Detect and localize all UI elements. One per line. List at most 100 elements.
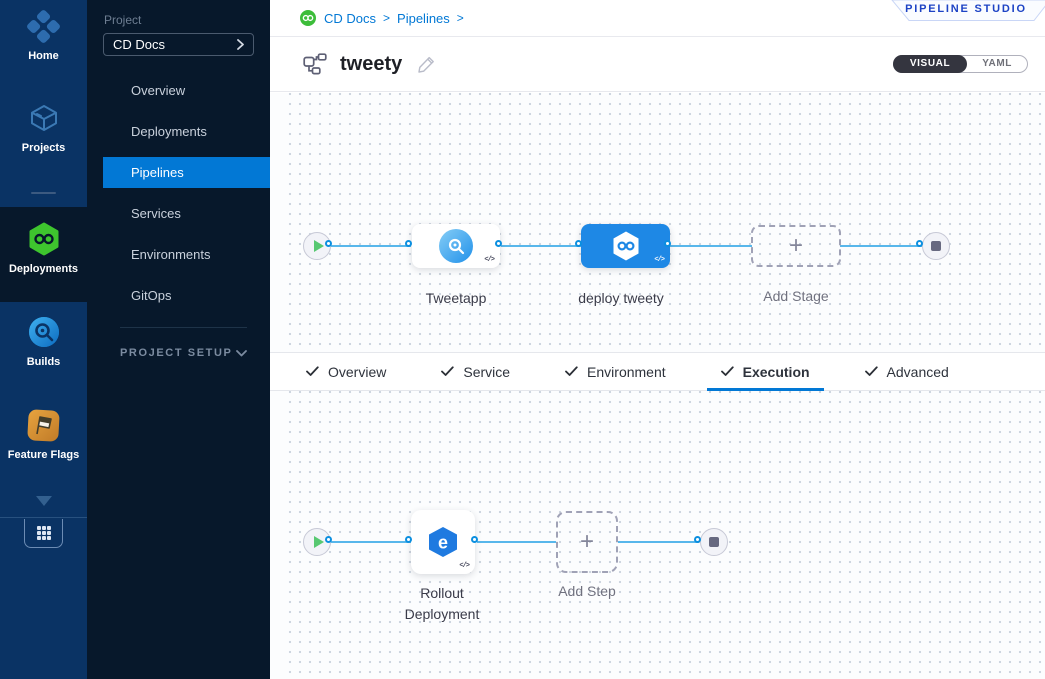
- code-icon: </>: [654, 256, 664, 264]
- check-icon: [865, 366, 878, 377]
- tab-label: Execution: [743, 364, 810, 380]
- tab-advanced[interactable]: Advanced: [851, 353, 963, 390]
- wire: [330, 541, 411, 543]
- rail-item-home[interactable]: Home: [0, 9, 87, 62]
- tab-overview[interactable]: Overview: [292, 353, 400, 390]
- pipeline-end-node: [922, 232, 950, 260]
- connector-port[interactable]: [325, 536, 332, 543]
- play-icon: [314, 536, 324, 548]
- rail-item-label: Projects: [0, 142, 87, 154]
- wire: [330, 245, 411, 247]
- visual-toggle-button[interactable]: VISUAL: [893, 55, 967, 73]
- wire: [477, 541, 556, 543]
- wire: [670, 245, 752, 247]
- play-icon: [314, 240, 324, 252]
- sidebar-item-gitops[interactable]: GitOps: [87, 275, 270, 316]
- projects-icon: [0, 101, 87, 135]
- sidebar-item-environments[interactable]: Environments: [87, 234, 270, 275]
- sidebar-item-deployments[interactable]: Deployments: [87, 111, 270, 152]
- stage-label: deploy tweety: [578, 288, 664, 309]
- rail-item-label: Home: [0, 50, 87, 62]
- sidebar-item-services[interactable]: Services: [87, 193, 270, 234]
- rail-item-deployments[interactable]: Deployments: [0, 222, 87, 275]
- project-sidebar: Project CD Docs Overview Deployments Pip…: [87, 0, 270, 679]
- breadcrumb-link-project[interactable]: CD Docs: [324, 11, 376, 26]
- plus-icon: +: [580, 530, 594, 554]
- step-node-rollout-deployment[interactable]: e </>: [411, 510, 475, 574]
- code-icon: </>: [459, 562, 469, 570]
- sidebar-item-label: Pipelines: [131, 165, 184, 180]
- execution-end-node: [700, 528, 728, 556]
- connector-port[interactable]: [325, 240, 332, 247]
- svg-text:e: e: [438, 533, 448, 553]
- tab-label: Service: [463, 364, 510, 380]
- rail-item-builds[interactable]: Builds: [0, 315, 87, 368]
- sidebar-item-label: Deployments: [131, 124, 207, 139]
- rail-item-feature-flags[interactable]: Feature Flags: [0, 408, 87, 461]
- connector-port[interactable]: [916, 240, 923, 247]
- add-stage-label: Add Stage: [763, 286, 828, 307]
- rail-bottom-divider: [0, 517, 87, 518]
- project-name: CD Docs: [113, 37, 165, 52]
- sidebar-item-label: Services: [131, 206, 181, 221]
- module-grid-button[interactable]: [24, 519, 63, 548]
- check-icon: [441, 366, 454, 377]
- pipeline-studio-badge: PIPELINE STUDIO: [891, 0, 1045, 21]
- pipeline-name: tweety: [340, 53, 402, 76]
- feature-flags-icon: [0, 408, 87, 442]
- connector-port[interactable]: [664, 240, 671, 247]
- tab-service[interactable]: Service: [427, 353, 524, 390]
- connector-port[interactable]: [495, 240, 502, 247]
- sidebar-menu: Overview Deployments Pipelines Services …: [87, 70, 270, 316]
- step-label: Rollout Deployment: [390, 583, 494, 625]
- stop-icon: [709, 537, 719, 547]
- sidebar-item-label: Overview: [131, 83, 185, 98]
- tab-label: Advanced: [887, 364, 949, 380]
- project-selector[interactable]: CD Docs: [103, 33, 254, 56]
- rail-item-projects[interactable]: Projects: [0, 101, 87, 154]
- tab-execution[interactable]: Execution: [707, 353, 824, 390]
- pipeline-title-bar: tweety VISUAL YAML: [270, 37, 1045, 92]
- rail-item-label: Builds: [0, 356, 87, 368]
- add-stage-button[interactable]: +: [751, 225, 841, 267]
- yaml-toggle-button[interactable]: YAML: [967, 55, 1027, 73]
- rollout-step-icon: e: [426, 526, 460, 558]
- project-label: Project: [104, 13, 141, 27]
- project-setup-label: PROJECT SETUP: [120, 347, 233, 359]
- project-setup-toggle[interactable]: PROJECT SETUP: [120, 347, 247, 359]
- connector-port[interactable]: [405, 240, 412, 247]
- check-icon: [565, 366, 578, 377]
- rail-item-label: Deployments: [0, 263, 87, 275]
- wire: [840, 245, 922, 247]
- plus-icon: +: [789, 234, 803, 258]
- sidebar-item-label: Environments: [131, 247, 210, 262]
- sidebar-item-pipelines[interactable]: Pipelines: [103, 157, 270, 188]
- cd-module-icon: [300, 10, 316, 26]
- connector-port[interactable]: [405, 536, 412, 543]
- breadcrumb-separator: >: [383, 11, 390, 25]
- stage-node-deploy-tweety[interactable]: </>: [581, 224, 670, 268]
- connector-port[interactable]: [471, 536, 478, 543]
- grid-icon: [37, 526, 51, 540]
- breadcrumb-link-pipelines[interactable]: Pipelines: [397, 11, 450, 26]
- sidebar-item-overview[interactable]: Overview: [87, 70, 270, 111]
- sidebar-divider: [120, 327, 247, 328]
- pipeline-icon: [303, 53, 327, 75]
- tab-environment[interactable]: Environment: [551, 353, 680, 390]
- connector-port[interactable]: [575, 240, 582, 247]
- execution-canvas: e </> + Rollout Deployment Add Step: [270, 391, 1045, 679]
- tab-label: Environment: [587, 364, 666, 380]
- add-step-button[interactable]: +: [556, 511, 618, 573]
- rail-divider: [31, 192, 56, 194]
- chevron-right-icon: [237, 39, 244, 50]
- build-stage-icon: [439, 229, 473, 263]
- sidebar-item-label: GitOps: [131, 288, 171, 303]
- builds-icon: [0, 315, 87, 349]
- stage-node-tweetapp[interactable]: </>: [412, 224, 500, 268]
- edit-pencil-icon[interactable]: [417, 55, 436, 74]
- wire: [618, 541, 699, 543]
- rail-collapse-chevron-icon[interactable]: [36, 496, 52, 506]
- connector-port[interactable]: [694, 536, 701, 543]
- module-rail: Home Projects Deployments: [0, 0, 87, 679]
- breadcrumb-separator: >: [457, 11, 464, 25]
